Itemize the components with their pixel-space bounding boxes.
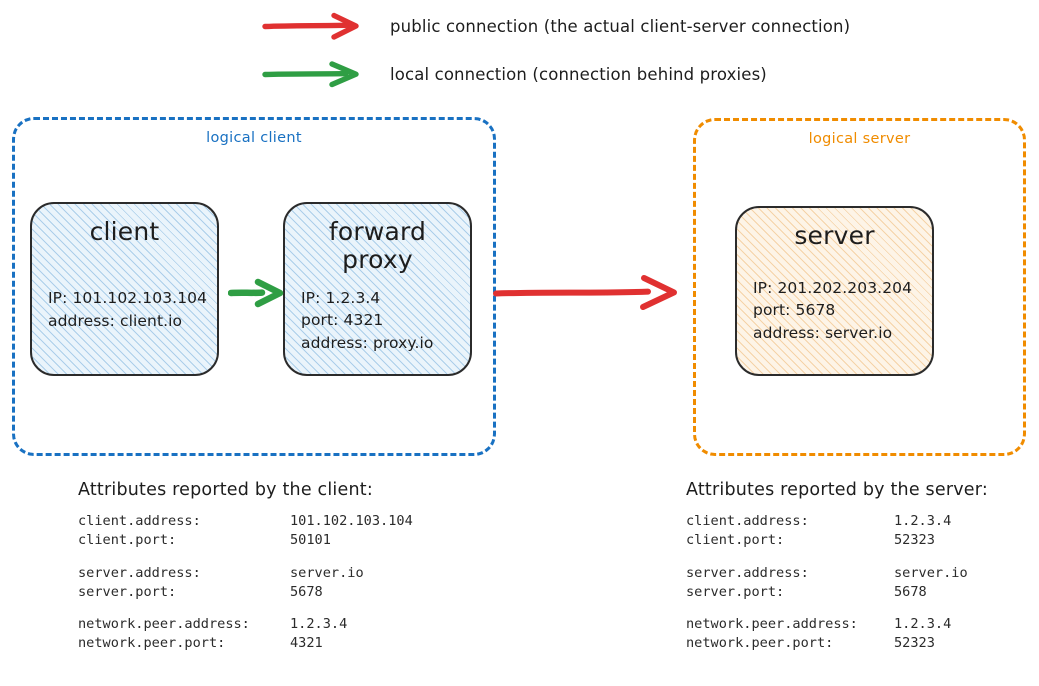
server-attributes-group: client.address: 1.2.3.4 client.port: 523…	[686, 512, 1039, 551]
server-node-line-address: address: server.io	[753, 323, 893, 342]
client-node-title: client	[89, 217, 160, 246]
attribute-row: network.peer.address: 1.2.3.4	[78, 615, 498, 634]
attribute-value: 1.2.3.4	[894, 513, 952, 529]
client-node[interactable]: client IP: 101.102.103.104 address: clie…	[30, 202, 219, 376]
attribute-key: client.address:	[78, 513, 201, 529]
attribute-value: 52323	[894, 532, 935, 549]
attribute-row: network.peer.address: 1.2.3.4	[686, 615, 1039, 634]
attribute-key: client.port:	[686, 532, 785, 549]
legend-item-public-connection: public connection (the actual client-ser…	[262, 12, 850, 40]
attribute-key: server.port:	[78, 583, 177, 600]
green-arrow-icon	[262, 61, 359, 88]
forward-proxy-line-port: port: 4321	[301, 311, 384, 330]
attribute-value: 1.2.3.4	[894, 616, 952, 633]
client-attributes-block: Attributes reported by the client: clien…	[78, 480, 498, 654]
forward-proxy-node-content: forward proxy IP: 1.2.3.4 port: 4321 add…	[285, 204, 470, 374]
server-node[interactable]: server IP: 201.202.203.204 port: 5678 ad…	[735, 206, 934, 376]
attribute-key: network.peer.address:	[686, 616, 858, 633]
legend-label-local-connection: local connection (connection behind prox…	[390, 64, 767, 84]
server-node-content: server IP: 201.202.203.204 port: 5678 ad…	[737, 208, 932, 374]
attribute-row: server.address: server.io	[78, 564, 498, 583]
legend-item-local-connection: local connection (connection behind prox…	[262, 60, 767, 88]
logical-client-container: logical client	[12, 117, 496, 456]
attribute-row: client.address: 101.102.103.104	[78, 512, 498, 531]
attribute-row: client.port: 52323	[686, 531, 1039, 550]
attribute-row: network.peer.port: 4321	[78, 634, 498, 653]
forward-proxy-line-address: address: proxy.io	[301, 333, 434, 352]
attribute-key: server.address:	[686, 564, 809, 581]
client-node-content: client IP: 101.102.103.104 address: clie…	[32, 204, 217, 374]
client-node-line-address: address: client.io	[48, 311, 183, 330]
attribute-row: server.port: 5678	[686, 583, 1039, 602]
attribute-row: network.peer.port: 52323	[686, 634, 1039, 653]
red-arrow-icon	[262, 12, 359, 40]
server-node-line-ip: IP: 201.202.203.204	[753, 278, 913, 297]
attribute-value: 1.2.3.4	[290, 616, 348, 633]
server-attributes-block: Attributes reported by the server: clien…	[686, 480, 1039, 654]
attribute-row: client.port: 50101	[78, 531, 498, 550]
attribute-value: 101.102.103.104	[290, 513, 413, 529]
client-attributes-heading: Attributes reported by the client:	[78, 480, 373, 500]
client-attributes-group: server.address: server.io server.port: 5…	[78, 564, 498, 603]
server-attributes-group: server.address: server.io server.port: 5…	[686, 564, 1039, 603]
attribute-value: 5678	[290, 583, 323, 600]
server-node-line-port: port: 5678	[753, 301, 836, 320]
attribute-value: server.io	[290, 564, 364, 581]
legend-label-public-connection: public connection (the actual client-ser…	[390, 16, 851, 36]
client-attributes-group: client.address: 101.102.103.104 client.p…	[78, 512, 498, 551]
forward-proxy-node-details: IP: 1.2.3.4 port: 4321 address: proxy.io	[301, 287, 454, 354]
attribute-value: 50101	[290, 532, 331, 549]
logical-server-title: logical server	[808, 131, 911, 147]
attribute-value: 52323	[894, 635, 935, 652]
attribute-key: network.peer.address:	[78, 616, 250, 633]
logical-server-container: logical server	[693, 118, 1026, 456]
server-node-details: IP: 201.202.203.204 port: 5678 address: …	[753, 277, 916, 344]
attribute-value: 5678	[894, 583, 927, 600]
attribute-value: server.io	[894, 564, 968, 581]
logical-client-title: logical client	[206, 130, 302, 146]
attribute-key: network.peer.port:	[78, 635, 226, 652]
client-node-line-ip: IP: 101.102.103.104	[48, 289, 208, 308]
public-connection-arrow-icon	[493, 275, 677, 310]
forward-proxy-node-title: forward proxy	[328, 217, 427, 274]
server-node-title: server	[794, 221, 875, 250]
attribute-row: client.address: 1.2.3.4	[686, 512, 1039, 531]
attribute-key: server.address:	[78, 564, 201, 581]
local-connection-arrow-icon	[228, 278, 284, 308]
attribute-key: server.port:	[686, 583, 785, 600]
attribute-key: network.peer.port:	[686, 635, 834, 652]
attribute-value: 4321	[290, 635, 323, 652]
client-node-details: IP: 101.102.103.104 address: client.io	[48, 287, 208, 332]
server-attributes-heading: Attributes reported by the server:	[686, 480, 988, 500]
attribute-row: server.address: server.io	[686, 564, 1039, 583]
client-attributes-group: network.peer.address: 1.2.3.4 network.pe…	[78, 615, 498, 654]
attribute-key: client.port:	[78, 532, 177, 549]
attribute-key: client.address:	[686, 513, 809, 529]
attribute-row: server.port: 5678	[78, 583, 498, 602]
server-attributes-group: network.peer.address: 1.2.3.4 network.pe…	[686, 615, 1039, 654]
forward-proxy-line-ip: IP: 1.2.3.4	[301, 288, 381, 307]
forward-proxy-node[interactable]: forward proxy IP: 1.2.3.4 port: 4321 add…	[283, 202, 472, 376]
